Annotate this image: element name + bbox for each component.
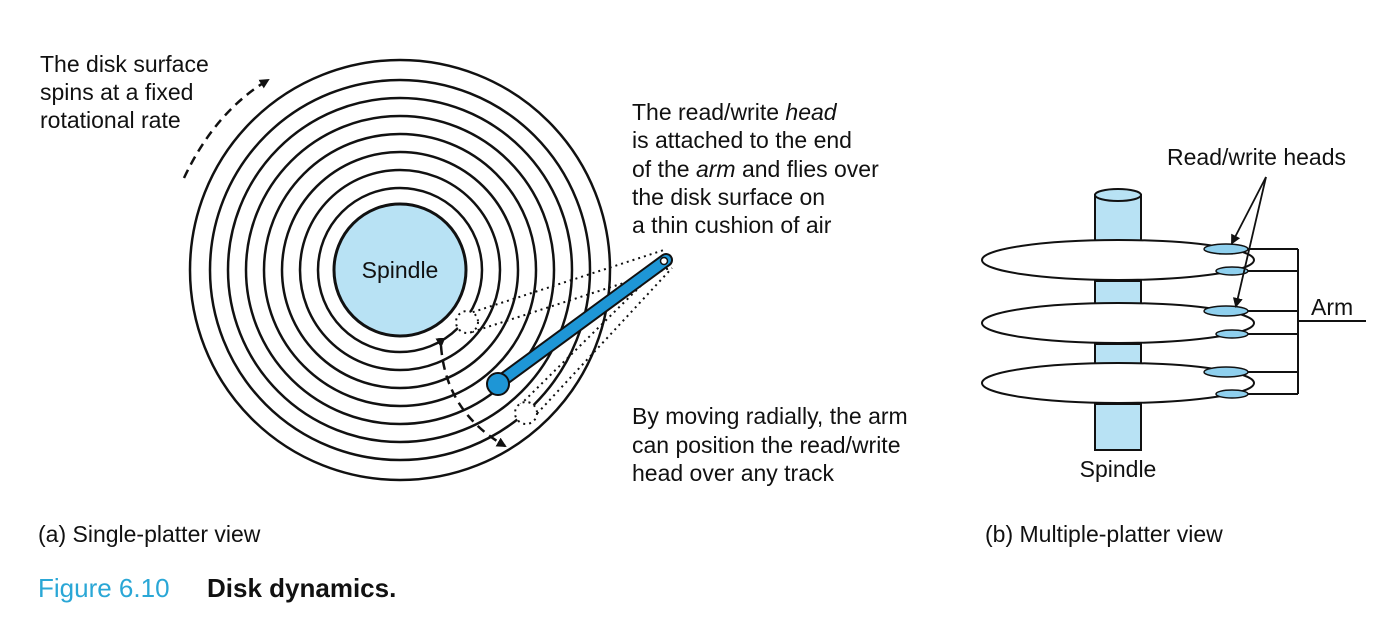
- subcaption-b: (b) Multiple-platter view: [985, 521, 1223, 547]
- figure-title: Disk dynamics.: [207, 573, 396, 603]
- platter-2: [981, 302, 1255, 344]
- track: [262, 132, 538, 408]
- head-note: The read/write head is attached to the e…: [632, 99, 885, 238]
- single-platter-view: Spindle The disk surface spins at a fixe…: [38, 51, 914, 547]
- spindle-top: [1094, 188, 1142, 202]
- track: [298, 168, 502, 372]
- track: [244, 114, 556, 426]
- platter-outer-edge: [188, 58, 612, 482]
- spindle-hub: [332, 202, 468, 338]
- ghost-head-outer: [514, 401, 538, 425]
- platter-1: [981, 239, 1255, 281]
- radial-movement-arrow: [435, 337, 507, 448]
- track: [280, 150, 520, 390]
- figure-caption: Figure 6.10 Disk dynamics.: [38, 573, 396, 603]
- head-1-top: [1203, 243, 1249, 255]
- head-3-top: [1203, 366, 1249, 378]
- subcaption-a: (a) Single-platter view: [38, 521, 261, 547]
- rotation-arrow: [182, 78, 270, 179]
- read-write-head: [486, 372, 510, 396]
- head-3-bottom: [1215, 389, 1249, 399]
- spindle-label-b: Spindle: [1080, 456, 1157, 482]
- ghost-head-inner: [455, 310, 479, 334]
- platter-tracks: [188, 58, 612, 482]
- multiple-platter-view: Read/write heads Arm Spindle (b) Multipl…: [981, 144, 1366, 547]
- platters: [981, 239, 1255, 404]
- track: [316, 186, 484, 354]
- track: [226, 96, 574, 444]
- arm-pivot: [659, 256, 669, 266]
- heads-label: Read/write heads: [1167, 144, 1346, 170]
- head-2-top: [1203, 305, 1249, 317]
- rotation-note: The disk surface spins at a fixed rotati…: [40, 51, 215, 133]
- arm-label: Arm: [1311, 294, 1353, 320]
- spindle-label: Spindle: [362, 257, 439, 283]
- head-2-bottom: [1215, 329, 1249, 339]
- figure-number: Figure 6.10: [38, 573, 170, 603]
- heads-pointers: [1231, 176, 1267, 308]
- platter-3: [981, 362, 1255, 404]
- track: [208, 78, 592, 462]
- arm-note: By moving radially, the arm can position…: [632, 403, 914, 486]
- arm-assembly: [1248, 248, 1366, 395]
